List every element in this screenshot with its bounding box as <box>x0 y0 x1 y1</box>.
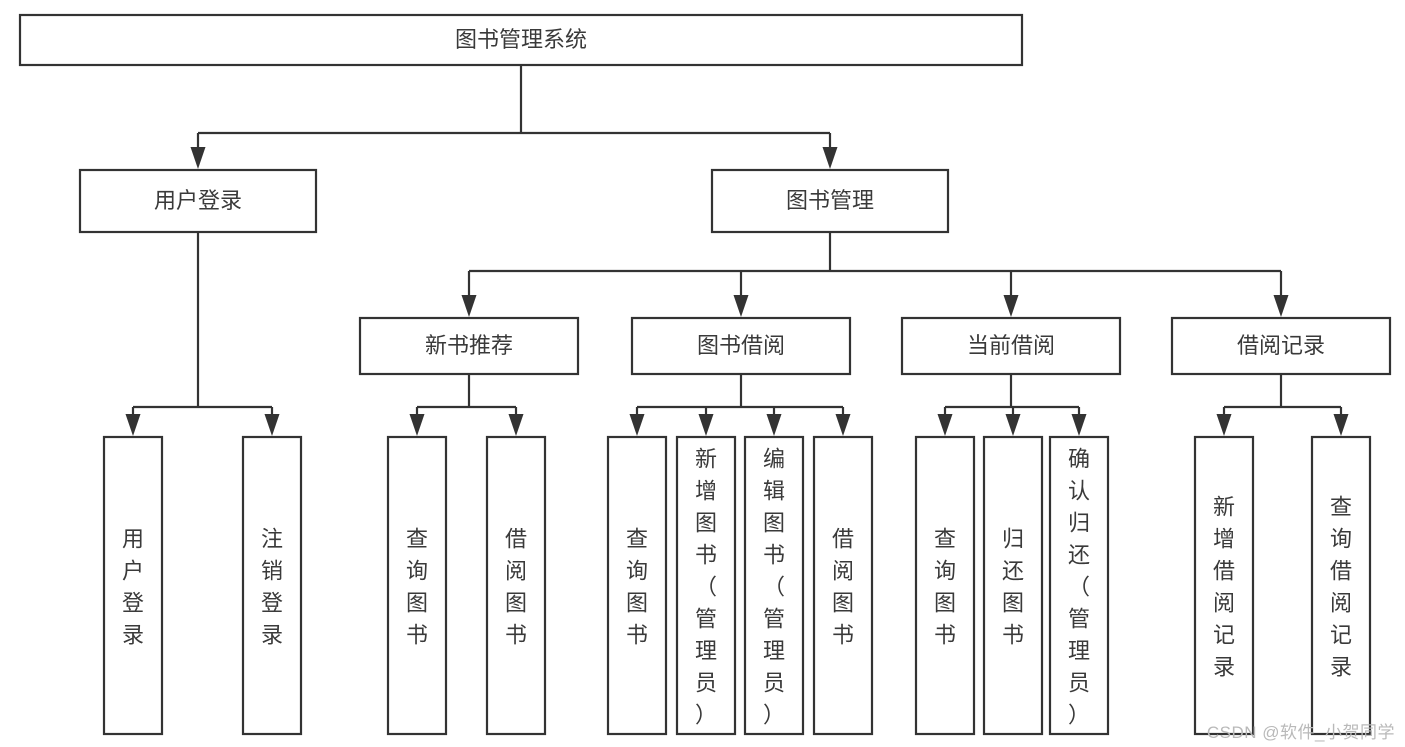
node-bookmgmt[interactable]: 图书管理 <box>710 168 950 234</box>
connector-group-bookmgmt <box>461 232 1289 317</box>
arrow-head-icon <box>835 414 851 436</box>
arrow-head-icon <box>629 414 645 436</box>
arrow-head-icon <box>1071 414 1087 436</box>
connector-layer <box>125 65 1349 436</box>
node-box-leaf-nb-query[interactable] <box>386 435 448 736</box>
node-box-newbook[interactable] <box>358 316 580 376</box>
node-box-leaf-re-add[interactable] <box>1193 435 1255 736</box>
node-box-leaf-bo-add[interactable] <box>675 435 737 736</box>
connector-group-borrow <box>629 374 851 436</box>
arrow-head-icon <box>1333 414 1349 436</box>
node-box-leaf-logout[interactable] <box>241 435 303 736</box>
node-label-leaf-cu-query: 查询图书 <box>934 526 956 647</box>
node-leaf-logout[interactable]: 注销登录 <box>241 435 303 736</box>
arrow-head-icon <box>937 414 953 436</box>
node-label-borrow: 图书借阅 <box>697 333 785 358</box>
node-label-login: 用户登录 <box>154 188 242 213</box>
node-box-leaf-cu-query[interactable] <box>914 435 976 736</box>
arrow-head-icon <box>1003 295 1019 317</box>
node-newbook[interactable]: 新书推荐 <box>358 316 580 376</box>
node-box-bookmgmt[interactable] <box>710 168 950 234</box>
node-leaf-nb-query[interactable]: 查询图书 <box>386 435 448 736</box>
arrow-head-icon <box>508 414 524 436</box>
node-borrow[interactable]: 图书借阅 <box>630 316 852 376</box>
node-box-leaf-re-query[interactable] <box>1310 435 1372 736</box>
node-box-leaf-user-login[interactable] <box>102 435 164 736</box>
arrow-head-icon <box>766 414 782 436</box>
node-label-leaf-bo-add: 新增图书（管理员） <box>695 446 717 727</box>
arrow-head-icon <box>1273 295 1289 317</box>
arrow-head-icon <box>822 147 838 169</box>
connector-group-login <box>125 232 280 436</box>
node-leaf-re-query[interactable]: 查询借阅记录 <box>1310 435 1372 736</box>
arrow-head-icon <box>1005 414 1021 436</box>
arrow-head-icon <box>698 414 714 436</box>
node-label-leaf-cu-return: 归还图书 <box>1002 526 1024 647</box>
node-label-leaf-bo-query: 查询图书 <box>626 526 648 647</box>
node-layer: 图书管理系统用户登录图书管理新书推荐图书借阅当前借阅借阅记录用户登录注销登录查询… <box>18 13 1392 736</box>
node-box-leaf-bo-lend[interactable] <box>812 435 874 736</box>
arrow-head-icon <box>1216 414 1232 436</box>
node-box-leaf-cu-confirm[interactable] <box>1048 435 1110 736</box>
node-login[interactable]: 用户登录 <box>78 168 318 234</box>
arrow-head-icon <box>264 414 280 436</box>
node-leaf-cu-confirm[interactable]: 确认归还（管理员） <box>1048 435 1110 736</box>
node-label-leaf-re-add: 新增借阅记录 <box>1213 494 1235 679</box>
connector-group-current <box>937 374 1087 436</box>
node-box-current[interactable] <box>900 316 1122 376</box>
node-label-newbook: 新书推荐 <box>425 333 513 358</box>
arrow-head-icon <box>190 147 206 169</box>
node-label-bookmgmt: 图书管理 <box>786 188 874 213</box>
node-leaf-bo-query[interactable]: 查询图书 <box>606 435 668 736</box>
node-leaf-user-login[interactable]: 用户登录 <box>102 435 164 736</box>
node-box-leaf-bo-query[interactable] <box>606 435 668 736</box>
node-label-leaf-nb-borrow: 借阅图书 <box>505 526 527 647</box>
connector-group-root <box>190 65 838 169</box>
node-leaf-bo-edit[interactable]: 编辑图书（管理员） <box>743 435 805 736</box>
node-current[interactable]: 当前借阅 <box>900 316 1122 376</box>
node-label-leaf-bo-edit: 编辑图书（管理员） <box>763 446 785 727</box>
node-box-borrow[interactable] <box>630 316 852 376</box>
node-label-leaf-bo-lend: 借阅图书 <box>832 526 854 647</box>
node-label-records: 借阅记录 <box>1237 333 1325 358</box>
node-leaf-cu-query[interactable]: 查询图书 <box>914 435 976 736</box>
node-box-root[interactable] <box>18 13 1024 67</box>
node-leaf-bo-add[interactable]: 新增图书（管理员） <box>675 435 737 736</box>
node-records[interactable]: 借阅记录 <box>1170 316 1392 376</box>
node-label-leaf-user-login: 用户登录 <box>122 526 144 647</box>
arrow-head-icon <box>733 295 749 317</box>
node-label-leaf-re-query: 查询借阅记录 <box>1330 494 1352 679</box>
arrow-head-icon <box>409 414 425 436</box>
arrow-head-icon <box>461 295 477 317</box>
connector-group-records <box>1216 374 1349 436</box>
node-leaf-nb-borrow[interactable]: 借阅图书 <box>485 435 547 736</box>
node-box-leaf-cu-return[interactable] <box>982 435 1044 736</box>
node-box-leaf-bo-edit[interactable] <box>743 435 805 736</box>
node-label-leaf-nb-query: 查询图书 <box>406 526 428 647</box>
arrow-head-icon <box>125 414 141 436</box>
connector-group-newbook <box>409 374 524 436</box>
node-label-leaf-cu-confirm: 确认归还（管理员） <box>1068 446 1090 727</box>
node-leaf-cu-return[interactable]: 归还图书 <box>982 435 1044 736</box>
node-leaf-bo-lend[interactable]: 借阅图书 <box>812 435 874 736</box>
node-box-records[interactable] <box>1170 316 1392 376</box>
node-label-current: 当前借阅 <box>967 333 1055 358</box>
node-leaf-re-add[interactable]: 新增借阅记录 <box>1193 435 1255 736</box>
node-box-login[interactable] <box>78 168 318 234</box>
node-root[interactable]: 图书管理系统 <box>18 13 1024 67</box>
node-label-root: 图书管理系统 <box>455 27 587 52</box>
node-label-leaf-logout: 注销登录 <box>261 526 283 647</box>
node-box-leaf-nb-borrow[interactable] <box>485 435 547 736</box>
